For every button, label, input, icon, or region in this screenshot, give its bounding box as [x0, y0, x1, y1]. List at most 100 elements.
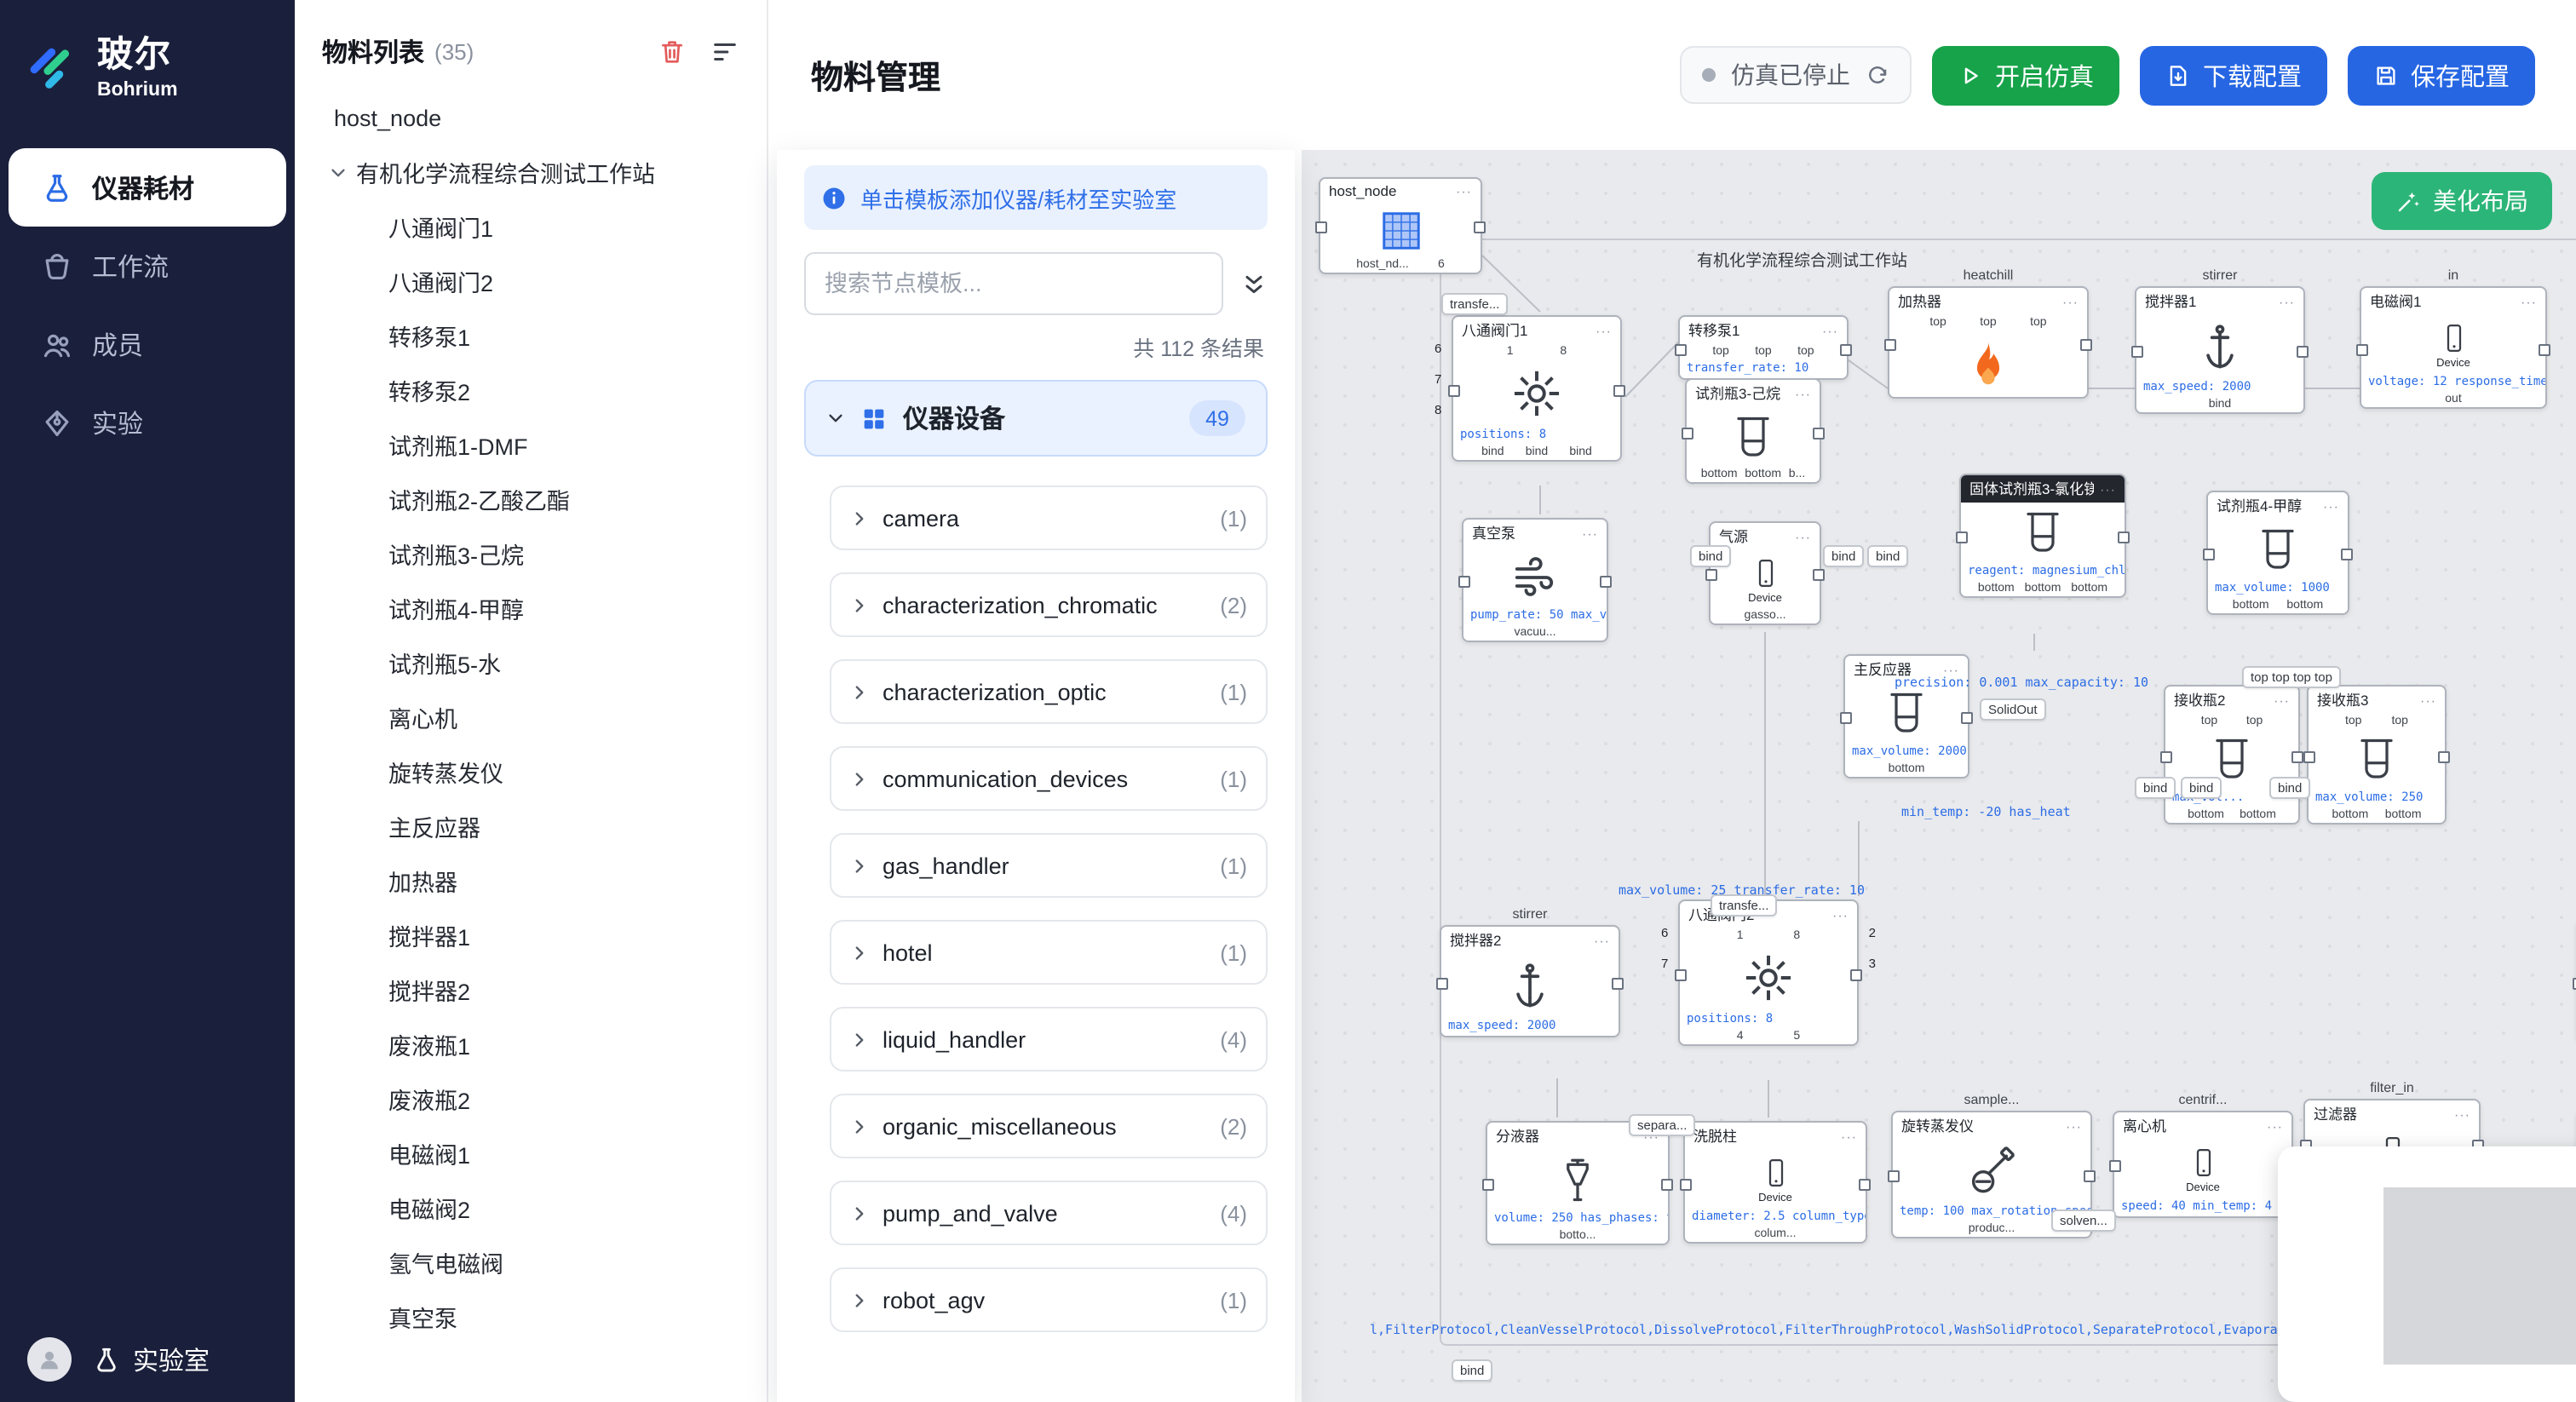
- template-group-liquid_handler[interactable]: liquid_handler(4): [830, 1007, 1268, 1072]
- minimap[interactable]: [2278, 1146, 2576, 1402]
- trash-icon[interactable]: [658, 37, 687, 66]
- tree-item-2[interactable]: 转移泵1: [308, 308, 753, 363]
- tree-item-0[interactable]: 八通阀门1: [308, 199, 753, 254]
- node-menu-icon[interactable]: ···: [1456, 183, 1472, 198]
- canvas-node-试剂瓶4-甲醇[interactable]: 试剂瓶4-甲醇···max_volume: 1000bottombottom: [2206, 491, 2349, 615]
- search-input[interactable]: [804, 252, 1223, 315]
- tree-item-7[interactable]: 试剂瓶4-甲醇: [308, 581, 753, 635]
- tree-item-15[interactable]: 废液瓶1: [308, 1017, 753, 1072]
- node-menu-icon[interactable]: ···: [2420, 692, 2436, 708]
- template-group-organic_miscellaneous[interactable]: organic_miscellaneous(2): [830, 1094, 1268, 1158]
- tree-item-11[interactable]: 主反应器: [308, 799, 753, 853]
- tree-item-8[interactable]: 试剂瓶5-水: [308, 635, 753, 690]
- sidebar-item-experiments[interactable]: 实验: [0, 383, 295, 462]
- node-menu-icon[interactable]: ···: [1582, 526, 1598, 541]
- sidebar-item-instruments[interactable]: 仪器耗材: [9, 148, 286, 227]
- canvas-node-接收瓶3[interactable]: 接收瓶3···toptopmax_volume: 250bottombottom: [2307, 685, 2447, 825]
- tree-item-3[interactable]: 转移泵2: [308, 363, 753, 417]
- canvas-node-八通阀门1[interactable]: 八通阀门1···18positions: 8bindbindbind678: [1452, 315, 1622, 462]
- template-group-pump_and_valve[interactable]: pump_and_valve(4): [830, 1181, 1268, 1245]
- node-menu-icon[interactable]: ···: [2267, 1118, 2283, 1134]
- template-group-characterization_chromatic[interactable]: characterization_chromatic(2): [830, 572, 1268, 637]
- node-menu-icon[interactable]: ···: [1822, 323, 1838, 338]
- canvas-node-电磁阀1[interactable]: in电磁阀1···Devicevoltage: 12 response_time…: [2360, 286, 2547, 409]
- category-instruments[interactable]: 仪器设备 49: [804, 380, 1268, 457]
- tree-group-workstation[interactable]: 有机化学流程综合测试工作站: [308, 145, 753, 199]
- canvas-node-八通阀门2[interactable]: 八通阀门2···18positions: 8456723: [1678, 899, 1859, 1046]
- tree-item-20[interactable]: 真空泵: [308, 1290, 753, 1344]
- canvas-node-主反应器[interactable]: 主反应器···max_volume: 2000bottom: [1843, 654, 1969, 779]
- tree-item-1[interactable]: 八通阀门2: [308, 254, 753, 308]
- canvas-node-真空泵[interactable]: 真空泵···pump_rate: 50 max_vacuum: 0.1vacuu…: [1462, 518, 1608, 642]
- canvas-node-洗脱柱[interactable]: 洗脱柱···Devicediameter: 2.5 column_type: s…: [1683, 1121, 1867, 1244]
- tree-item-16[interactable]: 废液瓶2: [308, 1072, 753, 1126]
- tree-item-19[interactable]: 氢气电磁阀: [308, 1235, 753, 1290]
- tree-item-9[interactable]: 离心机: [308, 690, 753, 744]
- chevron-down-icon: [329, 163, 348, 181]
- canvas-node-加热器[interactable]: heatchill加热器···toptoptop: [1888, 286, 2089, 399]
- node-menu-icon[interactable]: ···: [1832, 907, 1849, 922]
- valve-icon: [1680, 944, 1857, 1010]
- canvas-node-转移泵1[interactable]: 转移泵1···toptoptoptransfer_rate: 10: [1678, 315, 1849, 380]
- save-icon: [2373, 62, 2399, 88]
- person-icon: [36, 1346, 63, 1373]
- canvas-node-搅拌器2[interactable]: stirrer搅拌器2···max_speed: 2000: [1440, 925, 1620, 1037]
- template-group-hotel[interactable]: hotel(1): [830, 920, 1268, 985]
- tree-item-14[interactable]: 搅拌器2: [308, 962, 753, 1017]
- sidebar-item-workflow[interactable]: 工作流: [0, 227, 295, 305]
- port-chip: bind: [2269, 777, 2310, 799]
- node-menu-icon[interactable]: ···: [2323, 498, 2339, 514]
- node-menu-icon[interactable]: ···: [1795, 529, 1811, 544]
- stirrer-icon: [1441, 954, 1619, 1017]
- node-menu-icon[interactable]: ···: [2274, 692, 2290, 708]
- canvas-node-接收瓶2[interactable]: 接收瓶2···toptopmax_vol...bottombottom: [2164, 685, 2300, 825]
- collapse-icon[interactable]: [1240, 270, 1268, 297]
- port-chip: solven...: [2051, 1210, 2116, 1232]
- template-group-communication_devices[interactable]: communication_devices(1): [830, 746, 1268, 811]
- canvas-node-搅拌器1[interactable]: stirrer搅拌器1···max_speed: 2000bind: [2135, 286, 2305, 414]
- canvas-node-host_node[interactable]: host_node···host_nd...6: [1319, 177, 1482, 274]
- template-group-gas_handler[interactable]: gas_handler(1): [830, 833, 1268, 898]
- node-menu-icon[interactable]: ···: [1596, 323, 1612, 338]
- canvas-node-试剂瓶3-己烷[interactable]: 试剂瓶3-己烷···bottombottomb...: [1685, 378, 1821, 484]
- category-label: 仪器设备: [903, 400, 1005, 436]
- tree-item-13[interactable]: 搅拌器1: [308, 908, 753, 962]
- node-menu-icon[interactable]: ···: [1594, 933, 1610, 948]
- tree-item-5[interactable]: 试剂瓶2-乙酸乙酯: [308, 472, 753, 526]
- download-config-button[interactable]: 下载配置: [2140, 45, 2327, 105]
- template-group-camera[interactable]: camera(1): [830, 486, 1268, 550]
- tree-item-17[interactable]: 电磁阀1: [308, 1126, 753, 1181]
- tree-item-host-node[interactable]: host_node: [308, 90, 753, 145]
- tree-item-12[interactable]: 加热器: [308, 853, 753, 908]
- node-menu-icon[interactable]: ···: [1841, 1129, 1857, 1144]
- node-menu-icon[interactable]: ···: [2062, 294, 2079, 309]
- tree-item-10[interactable]: 旋转蒸发仪: [308, 744, 753, 799]
- template-panel: 单击模板添加仪器/耗材至实验室 共 112 条结果 仪器设备 49 camera…: [777, 150, 1295, 1402]
- sidebar-item-members[interactable]: 成员: [0, 305, 295, 383]
- beautify-layout-button[interactable]: 美化布局: [2372, 172, 2552, 230]
- tree-item-18[interactable]: 电磁阀2: [308, 1181, 753, 1235]
- node-menu-icon[interactable]: ···: [2454, 1106, 2470, 1122]
- node-menu-icon[interactable]: ···: [2521, 294, 2537, 309]
- save-config-button[interactable]: 保存配置: [2348, 45, 2535, 105]
- tree-item-4[interactable]: 试剂瓶1-DMF: [308, 417, 753, 472]
- template-group-robot_agv[interactable]: robot_agv(1): [830, 1267, 1268, 1332]
- list-icon[interactable]: [710, 37, 739, 66]
- canvas-node-气源[interactable]: 气源···Devicegasso...: [1709, 521, 1821, 625]
- tree-item-6[interactable]: 试剂瓶3-己烷: [308, 526, 753, 581]
- node-menu-icon[interactable]: ···: [2279, 294, 2295, 309]
- template-group-characterization_optic[interactable]: characterization_optic(1): [830, 659, 1268, 724]
- node-menu-icon[interactable]: ···: [1795, 386, 1811, 401]
- sidebar-footer[interactable]: 实验室: [0, 1337, 295, 1382]
- node-menu-icon[interactable]: ···: [2100, 481, 2116, 497]
- attr-fragment: min_temp: -20 has_heat: [1901, 804, 2071, 819]
- canvas-node-固体试剂瓶3-氯化镁[interactable]: 固体试剂瓶3-氯化镁···reagent: magnesium_chloride…: [1959, 474, 2126, 598]
- canvas-node-分液器[interactable]: 分液器···volume: 250 has_phases: truebotto.…: [1486, 1121, 1670, 1245]
- canvas[interactable]: 有机化学流程综合测试工作站 host_node···host_nd...6八通阀…: [1302, 150, 2576, 1402]
- canvas-node-离心机[interactable]: centrif...离心机···Devicespeed: 40 min_temp…: [2113, 1111, 2293, 1218]
- node-menu-icon[interactable]: ···: [2066, 1118, 2082, 1134]
- logo[interactable]: 玻尔 Bohrium: [0, 0, 295, 124]
- simulation-status[interactable]: 仿真已停止: [1680, 46, 1912, 104]
- refresh-icon[interactable]: [1866, 63, 1889, 87]
- start-simulation-button[interactable]: 开启仿真: [1932, 45, 2119, 105]
